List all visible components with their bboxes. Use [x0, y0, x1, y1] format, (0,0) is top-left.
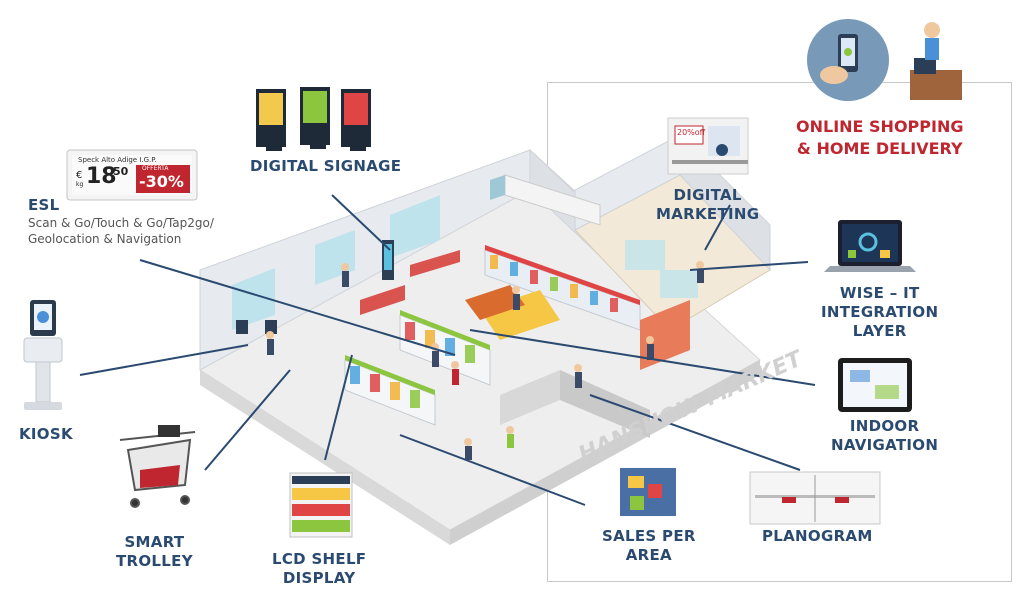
kiosk-label: KIOSK	[19, 425, 73, 443]
esl-subtitle: Scan & Go/Touch & Go/Tap2go/ Geolocation…	[28, 216, 214, 246]
kiosk-device	[23, 300, 63, 410]
sales-per-area-label: SALES PER AREA	[602, 527, 696, 564]
esl-currency: €	[76, 170, 83, 181]
esl-price-decimal: 50	[113, 165, 129, 178]
lcd-shelf-display-label: LCD SHELF DISPLAY	[272, 550, 367, 587]
online-shopping-icon	[807, 19, 889, 101]
wise-laptop	[824, 220, 916, 272]
indoor-navigation-tablet	[838, 358, 912, 412]
esl-unit: kg	[76, 181, 84, 188]
digital-signage-totems	[256, 87, 371, 151]
marketing-discount-badge: 20%off	[677, 128, 706, 137]
esl-offer-label: OFFERTA	[142, 165, 169, 172]
deli-counter	[500, 370, 560, 425]
produce-stand	[480, 290, 560, 340]
home-delivery-person	[910, 22, 962, 100]
esl-discount: -30%	[139, 172, 184, 191]
esl-tag	[66, 149, 198, 201]
checkout-counter	[360, 285, 405, 315]
planogram-label: PLANOGRAM	[762, 527, 873, 545]
shelf-products	[350, 255, 618, 408]
digital-marketing-desk	[667, 117, 749, 175]
esl-label: ESL	[28, 196, 60, 214]
smart-trolley	[119, 425, 196, 508]
esl-product-name: Speck Alto Adige I.G.P.	[78, 156, 157, 164]
wise-it-label: WISE – IT INTEGRATION LAYER	[821, 284, 939, 340]
digital-marketing-label: DIGITAL MARKETING	[656, 186, 760, 223]
sales-per-area-thumbnail	[620, 468, 676, 516]
online-shopping-label: ONLINE SHOPPING & HOME DELIVERY	[796, 117, 964, 158]
esl-price-integer: 18	[86, 164, 117, 189]
indoor-navigation-label: INDOOR NAVIGATION	[831, 417, 939, 454]
digital-signage-label: DIGITAL SIGNAGE	[250, 157, 402, 175]
smart-trolley-label: SMART TROLLEY	[116, 533, 193, 570]
connector-lines	[79, 194, 816, 506]
shoppers	[266, 261, 704, 460]
planogram-thumbnail	[749, 471, 881, 525]
lcd-shelf-display	[289, 472, 353, 538]
